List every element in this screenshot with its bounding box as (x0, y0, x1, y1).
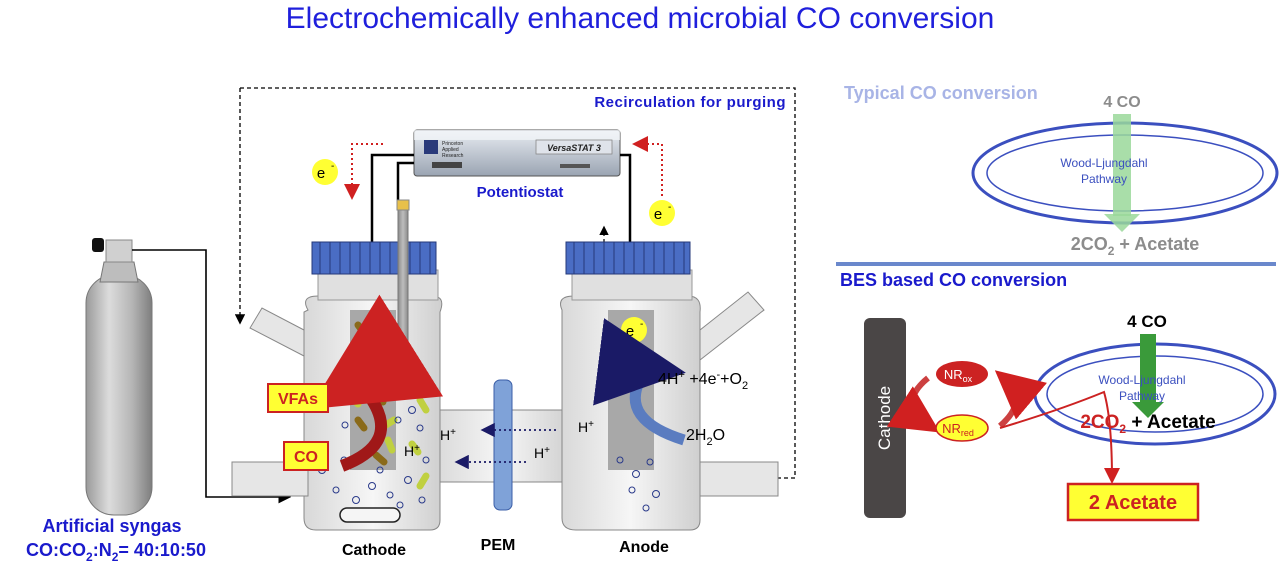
typical-pathway-label: Pathway (1081, 172, 1127, 186)
electron-cathode: e - (312, 159, 338, 185)
cathode-label: Cathode (342, 542, 406, 559)
anode-cap (565, 241, 691, 275)
bes-cathode-label: Cathode (875, 386, 894, 450)
brand-text: Princeton (442, 141, 463, 147)
typical-flow-arrow (1113, 114, 1131, 216)
recirculation-label: Recirculation for purging (594, 94, 786, 111)
bes-flow-arrow (1140, 334, 1156, 404)
cathode-reaction-arrow (309, 294, 444, 472)
bes-input: 4 CO (1127, 312, 1167, 331)
svg-text:e: e (317, 165, 325, 182)
svg-text:NRred: NRred (942, 421, 974, 438)
electron-flow: e - e - (312, 136, 675, 290)
electron-anode-electrode: e - (621, 317, 647, 343)
page-title: Electrochemically enhanced microbial CO … (286, 2, 995, 35)
typical-input: 4 CO (1103, 94, 1140, 111)
bubbles (318, 345, 660, 512)
panel-divider (836, 262, 1276, 266)
svg-text:e: e (654, 206, 662, 223)
potentiostat: Princeton Applied Research VersaSTAT 3 P… (413, 129, 621, 201)
proton-transport: H+ H+ H+ H+ (404, 419, 594, 470)
pem-label: PEM (481, 537, 516, 554)
nr-ox-badge: NRox (936, 361, 988, 387)
bes-pathway-label: Wood-Ljungdahl (1098, 373, 1185, 387)
bes-cathode (864, 318, 906, 518)
typical-pathway-label: Wood-Ljungdahl (1060, 156, 1147, 170)
typical-heading: Typical CO conversion (844, 83, 1038, 103)
h-cell (231, 199, 779, 531)
anode-reaction-arrow (593, 318, 686, 446)
nr-red-badge: NRred (935, 414, 989, 442)
typical-panel: Typical CO conversion 4 CO Wood-Ljungdah… (844, 83, 1279, 258)
svg-text:NRox: NRox (944, 367, 973, 384)
svg-text:-: - (331, 161, 334, 172)
proton-label: H+ (578, 419, 594, 435)
brand-logo (424, 140, 438, 154)
svg-text:e: e (626, 323, 634, 340)
anode-label: Anode (619, 539, 669, 556)
electron-anode: e - (649, 200, 675, 226)
gas-ratio: CO:CO2:N2= 40:10:50 (26, 540, 206, 564)
anode-reaction: 4H+ +4e-+O2 (658, 369, 748, 392)
bes-result-box: 2 Acetate (1066, 482, 1200, 522)
potentiostat-label: Potentiostat (477, 184, 564, 201)
brand-text: Applied (442, 147, 459, 153)
bes-pathway-label: Pathway (1119, 389, 1165, 403)
svg-text:-: - (640, 319, 643, 330)
water: 2H2O (686, 427, 725, 448)
typical-output: 2CO2 + Acetate (1071, 234, 1200, 258)
cathode-cap (311, 241, 437, 275)
pem-membrane (493, 379, 513, 511)
stir-bar (339, 507, 401, 523)
svg-text:2 Acetate: 2 Acetate (1089, 492, 1177, 514)
svg-text:VFAs: VFAs (278, 391, 318, 408)
bes-panel: BES based CO conversion 4 CO Cathode Woo… (840, 270, 1277, 522)
proton-label: H+ (404, 443, 420, 459)
gas-cylinder: Artificial syngas CO:CO2:N2= 40:10:50 (26, 238, 292, 564)
vfas-box: VFAs (267, 383, 329, 413)
svg-text:CO: CO (294, 449, 318, 466)
bes-output: 2CO2 + Acetate (1080, 412, 1215, 436)
svg-text:-: - (668, 202, 671, 213)
potentiostat-model: VersaSTAT 3 (547, 143, 601, 153)
bes-heading: BES based CO conversion (840, 270, 1067, 290)
reference-electrode (397, 199, 409, 381)
gas-label: Artificial syngas (42, 516, 181, 536)
proton-label: H+ (534, 445, 550, 461)
brand-text: Research (442, 153, 464, 159)
proton-label: H+ (440, 427, 456, 443)
co-box: CO (283, 441, 329, 471)
